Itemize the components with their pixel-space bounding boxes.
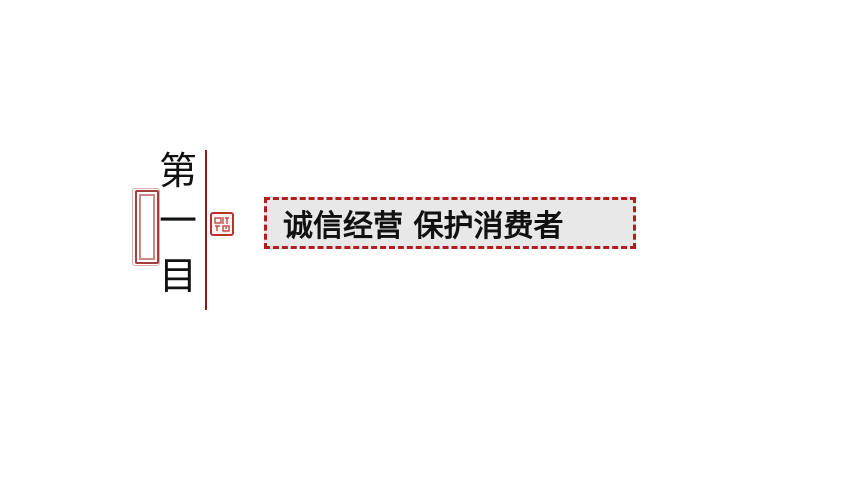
seal-stamp-icon — [210, 212, 234, 236]
section-heading-char: 目 — [158, 254, 197, 298]
section-heading-char: 第 — [158, 149, 197, 193]
section-heading: 第 一 目 — [156, 143, 200, 303]
section-heading-char: 一 — [158, 199, 197, 243]
vertical-divider — [205, 150, 207, 310]
title-box: 诚信经营 保护消费者 — [264, 197, 636, 249]
title-text: 诚信经营 保护消费者 — [283, 209, 564, 244]
ornamental-frame-icon — [132, 188, 160, 266]
